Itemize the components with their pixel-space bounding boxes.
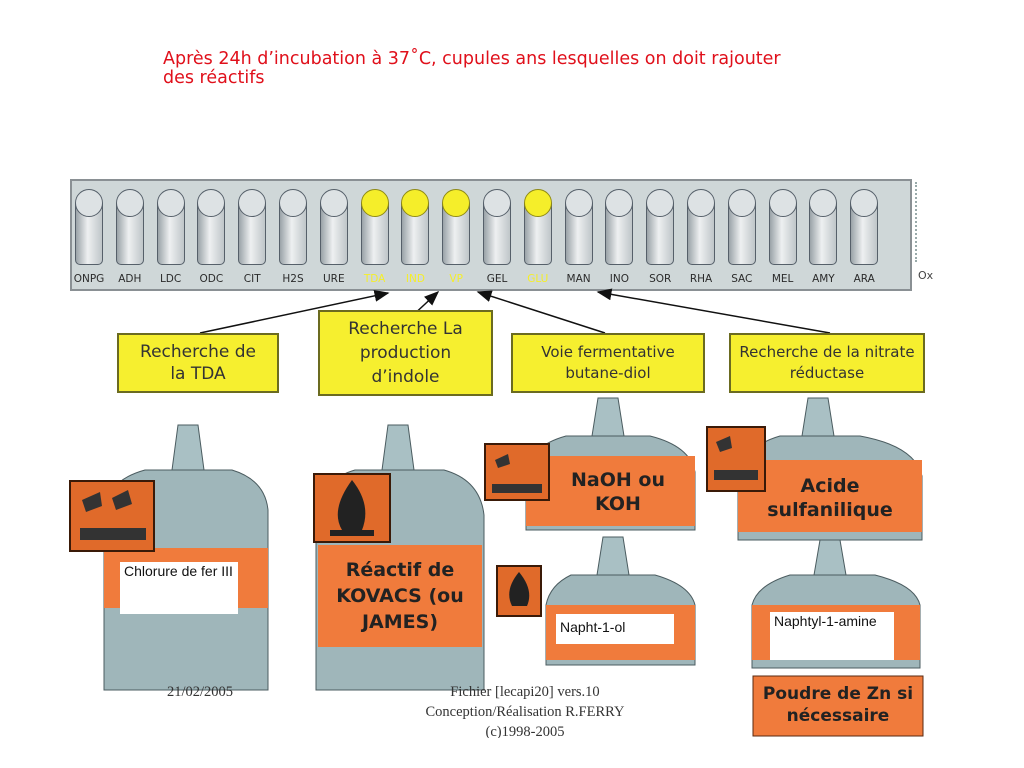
cupule-cap [156,189,185,217]
cupule-label-amy: AMY [812,273,835,285]
cupule-cap [523,189,552,217]
acide-label: Acide sulfanilique [767,475,893,521]
cupule-cap [646,189,675,217]
bottle-zn [752,675,924,737]
cupule-ara [849,189,879,267]
cupule-odc [196,189,226,267]
cupule-label-onpg: ONPG [73,273,105,285]
footer-author: Conception/Réalisation R.FERRY [425,704,625,720]
bottle-naoh [525,397,696,531]
cupule-cap [75,189,103,217]
box-fermentative-text: Voie fermentative butane-diol [541,343,675,382]
cupule-label-glu: GLU [527,273,549,285]
cupule-ldc [156,189,186,267]
cupule-ino [604,189,634,267]
cupule-label-h2s: H2S [282,273,304,285]
cupule-cap [850,189,879,217]
cupule-cap [319,189,348,217]
naoh-label: NaOH ou KOH [571,469,665,515]
footer-file: Fichier [lecapi20] vers.10 [450,684,600,700]
cupule-cap [238,189,267,217]
cupule-label-ara: ARA [853,273,875,285]
bottle-chlorure [103,424,269,691]
cupule-label-adh: ADH [118,273,142,285]
cupule-onpg [74,189,104,267]
cupule-rha [686,189,716,267]
cupule-sor [645,189,675,267]
cupule-label-odc: ODC [199,273,224,285]
cupule-cap [115,189,144,217]
box-nitrate-text: Recherche de la nitrate réductase [739,343,915,382]
box-voie-fermentative: Voie fermentative butane-diol [511,333,705,393]
cupule-label-ldc: LDC [159,273,182,285]
cupule-gel [482,189,512,267]
cupule-adh [115,189,145,267]
cupule-ind [400,189,430,267]
box-nitrate-reductase: Recherche de la nitrate réductase [729,333,925,393]
cupule-cap [197,189,226,217]
box-recherche-indole: Recherche La production d’indole [318,310,493,396]
corrosive-icon-naoh [484,443,550,501]
cupule-label-sor: SOR [649,273,672,285]
cupule-cit [237,189,267,267]
cupule-sac [727,189,757,267]
ox-area [915,182,987,262]
box-indole-text: Recherche La production d’indole [348,319,463,387]
cupule-cap [401,189,430,217]
cupule-label-tda: TDA [363,273,386,285]
cupule-cap [768,189,797,217]
cupule-label-cit: CIT [243,273,261,285]
cupule-label-mel: MEL [771,273,794,285]
cupule-label-vp: VP [449,273,463,285]
api-strip: ONPG ADH LDC ODC CIT H2S URE TDA IND VP GEL GLU MAN I… [70,179,912,291]
naphtylamine-label: Naphtyl-1-amine [770,612,894,660]
zn-label: Poudre de Zn si nécessaire [762,684,914,726]
cupule-cap [360,189,389,217]
footer-copyright: (c)1998-2005 [485,724,565,738]
flammable-icon [313,473,391,543]
cupule-label-ind: IND [405,273,425,285]
cupule-man [564,189,594,267]
cupule-glu [523,189,553,267]
cupule-label-ino: INO [609,273,629,285]
cupule-tda [360,189,390,267]
cupule-label-rha: RHA [689,273,713,285]
box-tda-text: Recherche de la TDA [140,342,256,384]
kovacs-label: Réactif de KOVACS (ou JAMES) [318,557,482,635]
cupule-label-gel: GEL [486,273,508,285]
cupule-cap [483,189,511,217]
cupule-cap [442,189,471,217]
bottle-naphtol [545,536,696,666]
bottle-acide [737,397,923,541]
ox-label: Ox [918,269,934,282]
naphtol-label: Napht-1-ol [556,614,674,644]
cupule-h2s [278,189,308,267]
cupule-cap [727,189,756,217]
cupule-amy [808,189,838,267]
page-title: Après 24h d’incubation à 37˚C, cupules a… [163,49,781,88]
flammable-icon-naphtol [496,565,542,617]
cupule-ure [319,189,349,267]
cupule-cap [687,189,715,217]
cupule-vp [441,189,471,267]
corrosive-icon [69,480,155,552]
cupule-label-man: MAN [566,273,591,285]
corrosive-icon-acide [706,426,766,492]
cupule-label-sac: SAC [731,273,753,285]
cupule-cap [279,189,307,217]
cupule-cap [605,189,634,217]
cupule-cap [564,189,593,217]
box-recherche-tda: Recherche de la TDA [117,333,279,393]
cupule-cap [809,189,838,217]
cupule-label-ure: URE [322,273,345,285]
cupule-mel [768,189,798,267]
footer-date: 21/02/2005 [166,684,234,700]
chlorure-label: Chlorure de fer III [120,562,238,614]
